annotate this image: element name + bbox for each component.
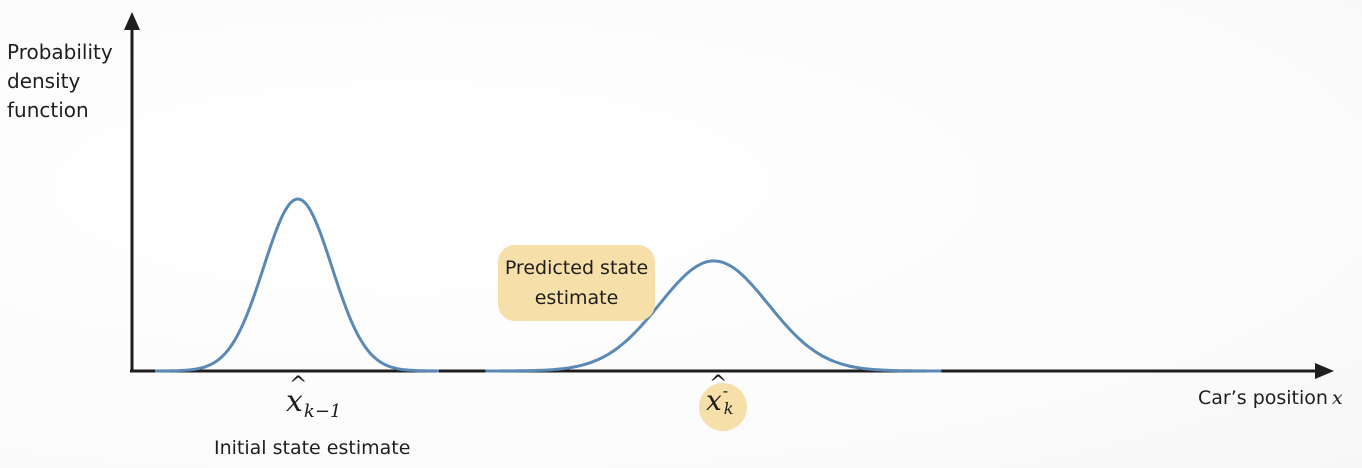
predicted-estimate-symbol-subscript: k <box>723 399 734 418</box>
initial-estimate-symbol: xk−1 <box>286 368 342 430</box>
initial-estimate-label: Initial state estimate <box>214 437 411 459</box>
predicted-estimate-label: Predicted state estimate <box>504 257 649 309</box>
y-axis-label: Probability density function <box>7 40 113 122</box>
y-axis-arrowhead <box>124 12 140 30</box>
predicted-estimate-symbol: x-k <box>706 367 736 419</box>
initial-estimate-curve <box>155 197 439 373</box>
initial-estimate-symbol-base: x <box>286 368 307 420</box>
predicted-estimate-curve <box>485 259 942 373</box>
predicted-estimate-symbol-base: x <box>706 367 727 419</box>
x-axis-variable: x <box>1331 387 1343 409</box>
x-axis-label-text: Car’s position <box>1198 387 1328 409</box>
x-axis-arrowhead <box>1315 363 1334 379</box>
initial-estimate-symbol-subscript: k−1 <box>303 401 342 422</box>
predicted-estimate-symbol-superscript: - <box>722 381 729 400</box>
predicted-estimate-callout: Predicted state estimate <box>498 245 655 321</box>
